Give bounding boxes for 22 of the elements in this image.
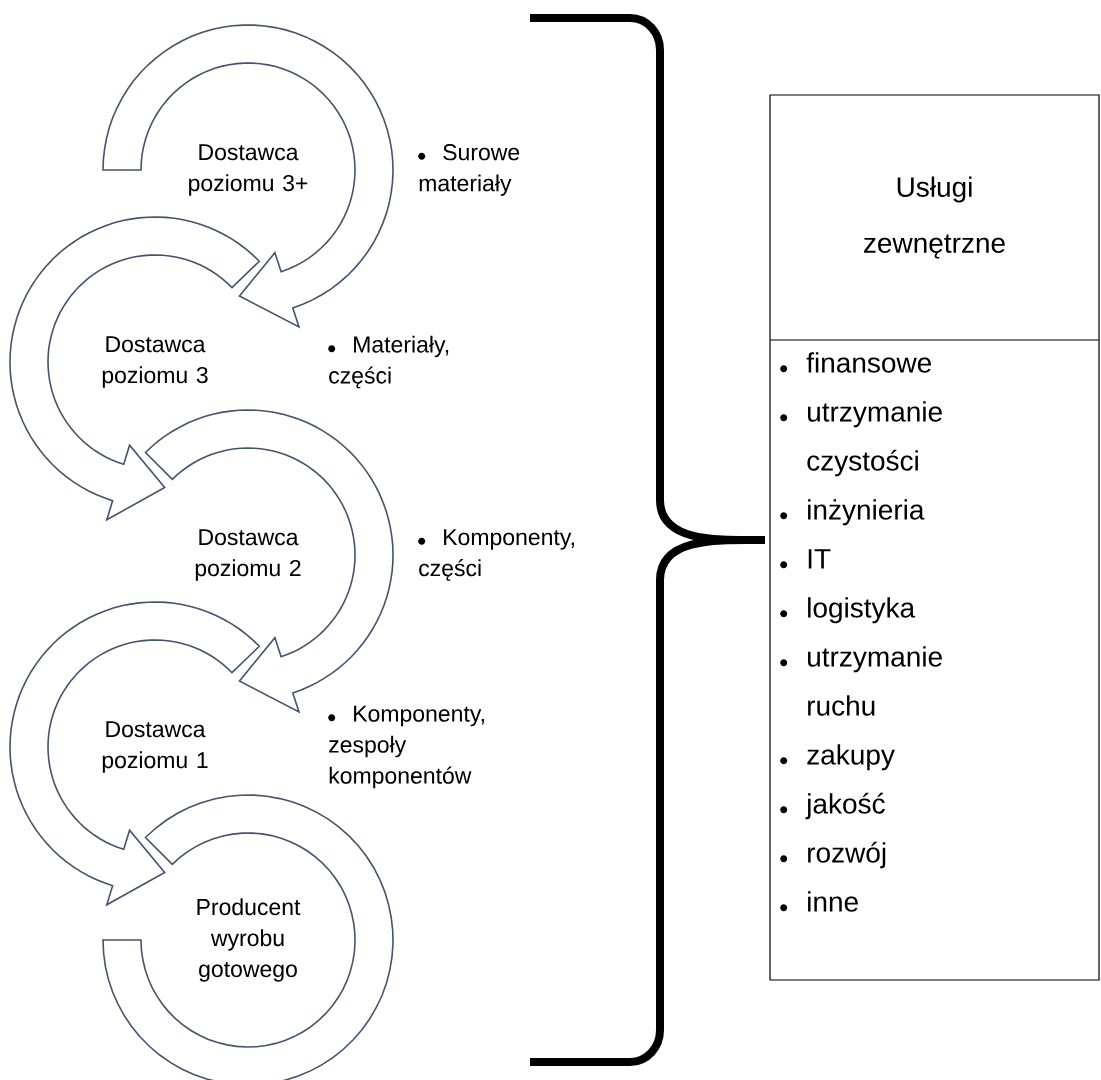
curved-arrow bbox=[102, 24, 394, 329]
curved-arrow bbox=[144, 409, 394, 714]
curved-arrow bbox=[9, 601, 261, 907]
bullet-text: Komponenty, zespoły komponentów bbox=[328, 705, 484, 789]
list-item: inne bbox=[780, 891, 858, 912]
list-item: inżynieria bbox=[780, 499, 925, 526]
supplier-label: Producent wyrobu gotowego bbox=[197, 898, 301, 982]
list-item: rozwój bbox=[780, 841, 886, 869]
list-item: jakość bbox=[780, 792, 885, 820]
supplier-label: Dostawca poziomu 2 bbox=[195, 529, 301, 581]
box-heading: Usługi zewnętrzne bbox=[864, 176, 1005, 259]
bullet-text: Surowe materiały bbox=[418, 144, 520, 196]
curved-arrow bbox=[9, 216, 261, 522]
bullet-text: Komponenty, części bbox=[418, 529, 574, 581]
list-item: zakupy bbox=[780, 744, 895, 771]
list-item: logistyka bbox=[780, 597, 916, 624]
bullet-text: Materiały, części bbox=[328, 335, 449, 389]
list-item: IT bbox=[780, 549, 831, 569]
supplier-label: Dostawca poziomu 1 bbox=[102, 721, 208, 773]
supplier-label: Dostawca poziomu 3 bbox=[102, 336, 208, 388]
supplier-label: Dostawca poziomu 3+ bbox=[189, 144, 308, 196]
list-item: finansowe bbox=[780, 352, 931, 373]
